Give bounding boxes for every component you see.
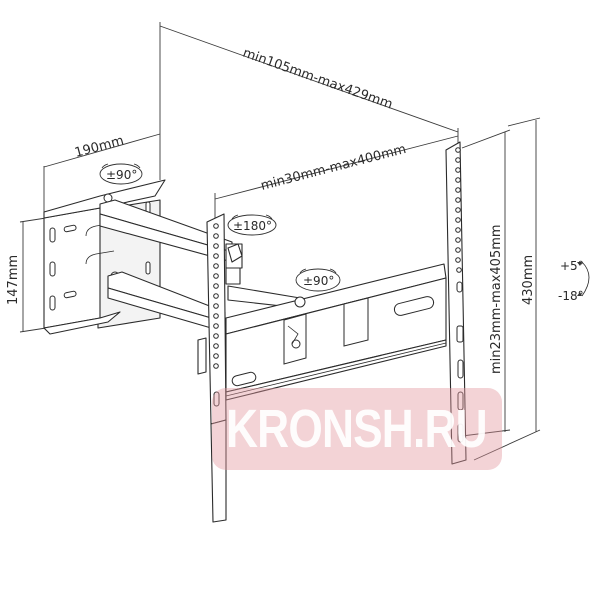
vesa-horizontal-label: min30mm-max400mm	[259, 142, 408, 194]
watermark-banner	[212, 388, 502, 470]
vesa-vertical-dimension: min23mm-max405mm	[461, 129, 511, 437]
right-tv-rail	[445, 141, 467, 465]
wall-plate-height-label: 147mm	[6, 255, 21, 305]
wall-swivel-indicator: ±90°	[99, 163, 143, 185]
left-tv-rail	[197, 213, 227, 523]
bracket-height-label: 430mm	[521, 255, 536, 305]
vesa-vertical-label: min23mm-max405mm	[489, 224, 504, 374]
arm-swivel-indicator: ±180°	[227, 214, 277, 236]
depth-dimension: min105mm-max429mm	[159, 22, 459, 180]
head-swivel-indicator: ±90°	[295, 268, 341, 292]
wall-swivel-label: ±90°	[106, 168, 137, 182]
watermark-text: KRONSH.RU	[226, 399, 488, 459]
head-swivel-label: ±90°	[303, 274, 334, 288]
wall-plate-height-dimension: 147mm	[6, 217, 47, 333]
pivot-block	[225, 243, 243, 285]
right-rail-holes	[455, 147, 464, 443]
wall-plate-width-label: 190mm	[73, 133, 125, 160]
depth-range-label: min105mm-max429mm	[241, 46, 395, 113]
tilt-down-label: -18°	[558, 289, 584, 303]
head-bar	[225, 263, 447, 401]
bracket-height-dimension: 430mm	[473, 117, 541, 461]
tilt-up-label: +5°	[560, 259, 584, 273]
swing-arms	[99, 199, 301, 333]
tilt-indicator: +5° -18°	[558, 259, 590, 303]
vesa-horizontal-dimension: min30mm-max400mm	[214, 135, 459, 225]
arm-swivel-label: ±180°	[233, 219, 272, 233]
